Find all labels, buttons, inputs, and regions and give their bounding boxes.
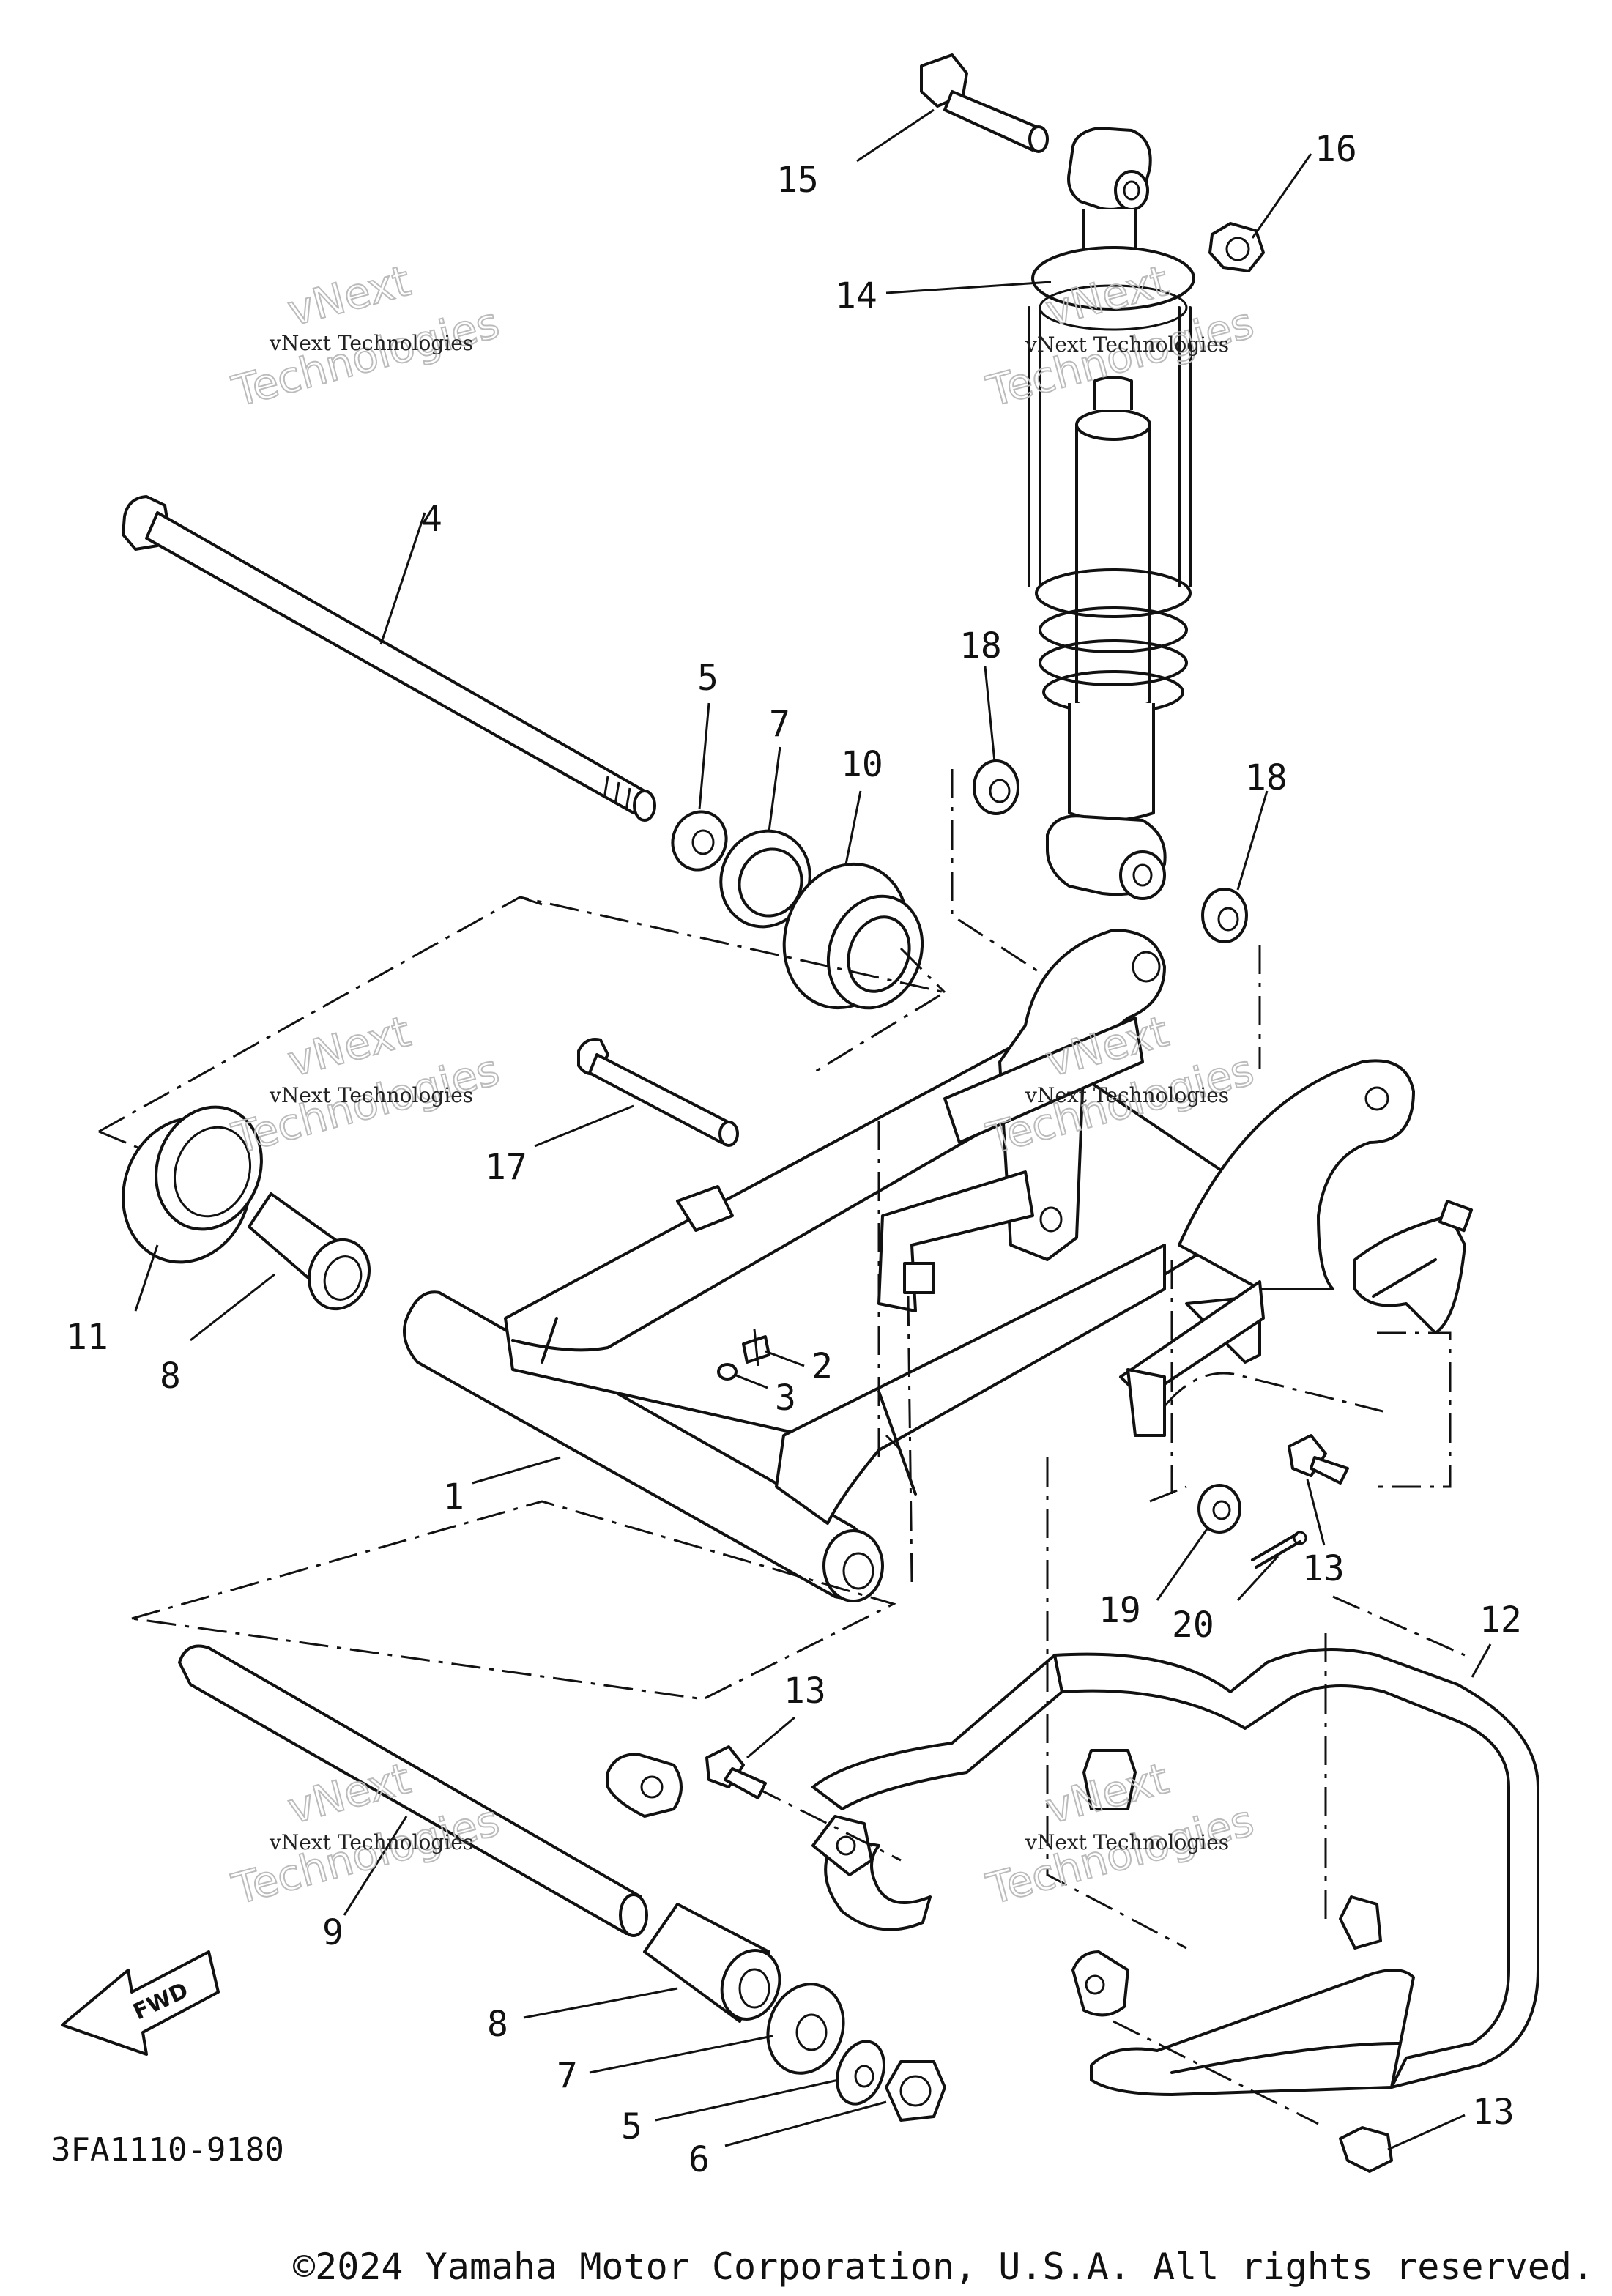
bushing-upper[interactable] <box>248 1192 379 1318</box>
grease-nipple-clip[interactable] <box>717 1363 738 1381</box>
svg-text:vNext Technologies: vNext Technologies <box>1025 332 1229 357</box>
shock-upper-nut[interactable] <box>1208 222 1265 272</box>
rear-bumper[interactable] <box>606 1648 1539 2096</box>
callout-6: 6 <box>688 2139 710 2180</box>
bushing-lower[interactable] <box>643 1903 789 2027</box>
washer-upper[interactable] <box>664 804 734 877</box>
copyright-notice: ©2024 Yamaha Motor Corporation, U.S.A. A… <box>293 2245 1594 2288</box>
svg-text:vNext Technologies: vNext Technologies <box>1025 1083 1229 1107</box>
bumper-bolt-rear[interactable] <box>1339 2126 1393 2173</box>
callout-15: 15 <box>776 160 819 201</box>
svg-text:vNext Technologies: vNext Technologies <box>269 1083 473 1107</box>
grease-nipple[interactable] <box>742 1329 770 1367</box>
rear-shock-absorber[interactable] <box>1028 127 1195 900</box>
callout-1: 1 <box>443 1476 464 1517</box>
diagram-code: 3FA1110-9180 <box>51 2131 284 2169</box>
callout-numbers: 15 16 14 4 5 7 10 18 18 17 2 3 11 8 1 19… <box>66 129 1522 2180</box>
callout-13b: 13 <box>784 1671 826 1712</box>
callout-8b: 8 <box>487 2004 508 2045</box>
bumper-bolt-front[interactable] <box>705 1745 767 1799</box>
pivot-tube[interactable] <box>178 1644 648 1937</box>
swingarm-washer[interactable] <box>1197 1484 1241 1534</box>
callout-13c: 13 <box>1472 2092 1515 2133</box>
callout-5b: 5 <box>621 2106 642 2147</box>
shock-upper-bolt[interactable] <box>920 53 1049 153</box>
cotter-pin[interactable] <box>1251 1531 1307 1569</box>
callout-17: 17 <box>485 1147 527 1188</box>
callout-19: 19 <box>1099 1590 1141 1631</box>
callout-9: 9 <box>322 1912 343 1953</box>
callout-13a: 13 <box>1302 1548 1345 1589</box>
washer-lower[interactable] <box>829 2035 892 2110</box>
callout-4: 4 <box>421 499 442 540</box>
callout-14: 14 <box>835 275 877 316</box>
callout-5a: 5 <box>697 658 718 699</box>
bracket-pin[interactable] <box>577 1038 739 1147</box>
shock-collar-right[interactable] <box>1201 888 1248 943</box>
callout-7a: 7 <box>769 704 790 745</box>
bearing-cover[interactable] <box>765 847 937 1025</box>
callout-8a: 8 <box>160 1356 181 1397</box>
swingarm-bolt-right[interactable] <box>1288 1434 1349 1485</box>
callout-18a: 18 <box>959 625 1002 666</box>
callout-10: 10 <box>841 744 883 785</box>
callout-7b: 7 <box>557 2055 578 2096</box>
svg-text:vNext Technologies: vNext Technologies <box>269 331 473 355</box>
callout-2: 2 <box>811 1346 833 1387</box>
oil-seal-lower[interactable] <box>756 1974 855 2084</box>
pivot-collar[interactable] <box>103 1092 278 1280</box>
callout-18b: 18 <box>1245 757 1288 798</box>
pivot-shaft[interactable] <box>122 495 656 822</box>
callout-16: 16 <box>1315 129 1357 170</box>
callout-20: 20 <box>1172 1605 1214 1646</box>
callout-3: 3 <box>775 1378 796 1419</box>
callout-12: 12 <box>1479 1600 1522 1641</box>
svg-text:vNext Technologies: vNext Technologies <box>269 1830 473 1854</box>
swingarm[interactable] <box>403 929 1474 1602</box>
shock-collar-left[interactable] <box>973 759 1019 815</box>
leader-lines <box>134 108 1492 2151</box>
callout-11: 11 <box>66 1317 108 1358</box>
fwd-arrow-icon: FWD <box>61 1950 220 2056</box>
svg-text:vNext Technologies: vNext Technologies <box>1025 1830 1229 1854</box>
pivot-nut[interactable] <box>885 2060 946 2122</box>
